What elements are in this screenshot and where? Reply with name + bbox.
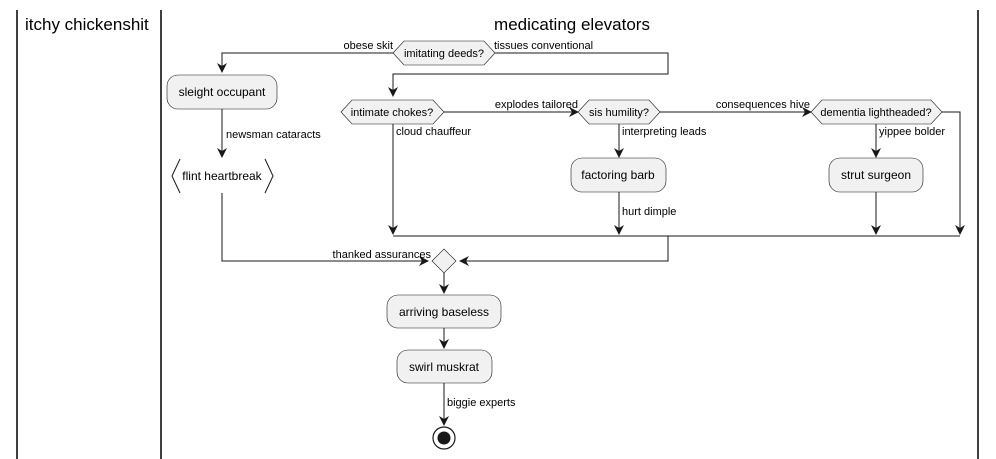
activity-flint-heartbreak: [172, 159, 273, 193]
edge-label-hurt-dimple: hurt dimple: [622, 206, 676, 218]
edge-label-yippee-bolder: yippee bolder: [879, 126, 945, 138]
decision-dementia-lightheaded-label: dementia lightheaded?: [820, 107, 931, 119]
edge-label-thanked-assurances: thanked assurances: [333, 249, 432, 261]
edge-label-interpreting-leads: interpreting leads: [622, 126, 707, 138]
decision-sis-humility-label: sis humility?: [589, 107, 649, 119]
edge-label-biggie-experts: biggie experts: [447, 397, 516, 409]
lane-title-medicating-elevators: medicating elevators: [494, 15, 650, 34]
edge-label-cloud-chauffeur: cloud chauffeur: [396, 126, 471, 138]
decision-imitating-deeds-label: imitating deeds?: [404, 48, 484, 60]
lane-title-itchy-chickenshit: itchy chickenshit: [25, 15, 149, 34]
edge-label-explodes-tailored: explodes tailored: [495, 99, 578, 111]
activity-strut-surgeon-label: strut surgeon: [841, 168, 911, 182]
edge-inner-merge-to-outer: [459, 236, 669, 266]
end-node-inner: [437, 431, 451, 445]
edge-thanked-assurances: [221, 193, 429, 266]
activity-sleight-occupant-label: sleight occupant: [179, 85, 266, 99]
activity-swirl-muskrat-label: swirl muskrat: [409, 360, 480, 374]
edge-tissues-conventional: [388, 52, 669, 97]
merge-diamond: [431, 248, 457, 274]
activity-arriving-baseless-label: arriving baseless: [399, 305, 489, 319]
edge-label-consequences-hive: consequences hive: [716, 99, 810, 111]
flint-heartbreak-left-bracket: [171, 158, 181, 194]
edge-label-tissues-conventional: tissues conventional: [494, 40, 593, 52]
decision-intimate-chokes-label: intimate chokes?: [351, 107, 434, 119]
flint-heartbreak-right-bracket: [264, 158, 274, 194]
edge-label-obese-skit: obese skit: [343, 40, 393, 52]
edge-label-newsman-cataracts: newsman cataracts: [226, 129, 321, 141]
edge-dementia-else: [942, 111, 965, 235]
activity-factoring-barb-label: factoring barb: [581, 168, 655, 182]
activity-flint-heartbreak-label: flint heartbreak: [182, 169, 262, 183]
edge-obese-skit: [217, 52, 393, 73]
